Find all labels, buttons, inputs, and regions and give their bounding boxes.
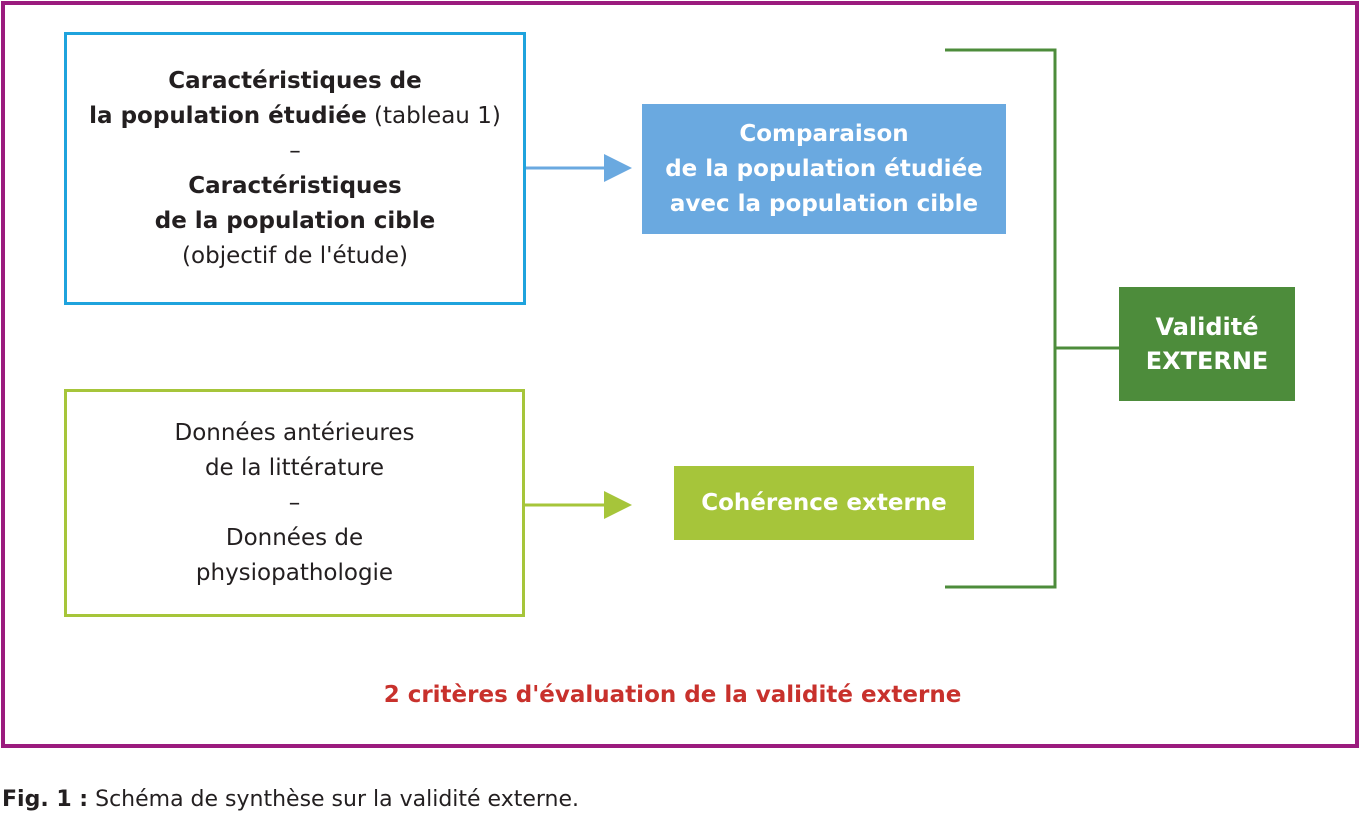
validity-line-2: EXTERNE [1145,347,1269,375]
population-line-2-normal: (tableau 1) [366,102,501,129]
literature-line-2: de la littérature [204,454,385,481]
box-comparison: Comparaison de la population étudiée ave… [642,104,1006,234]
population-line-2: la population étudiée (tableau 1) [89,99,501,134]
coherence-label: Cohérence externe [701,489,947,516]
literature-dash: – [288,489,301,516]
population-line-5: (objectif de l'étude) [182,242,408,269]
population-line-3: Caractéristiques [188,172,402,199]
figure-caption: Fig. 1 : Schéma de synthèse sur la valid… [2,787,579,812]
arrow-comparison-head [604,154,632,182]
population-line-2-bold: la population étudiée [89,102,367,129]
population-line-1: Caractéristiques de [168,67,422,94]
literature-line-4: physiopathologie [195,559,394,586]
arrow-coherence-head [604,491,632,519]
figure-caption-label: Fig. 1 : [2,787,89,812]
validity-line-1: Validité [1155,313,1259,341]
bracket [945,48,1057,589]
box-external-validity: Validité EXTERNE [1119,287,1295,401]
box-literature-data: Données antérieures de la littérature – … [64,389,525,617]
population-dash: – [289,137,301,164]
comparison-line-2: de la population étudiée [665,155,983,182]
comparison-line-1: Comparaison [739,120,909,147]
figure-caption-text: Schéma de synthèse sur la validité exter… [88,787,580,812]
literature-line-1: Données antérieures [174,419,415,446]
literature-line-3: Données de [225,524,364,551]
box-external-coherence: Cohérence externe [674,466,974,540]
diagram-frame [1,1,1359,748]
diagram-subtitle: 2 critères d'évaluation de la validité e… [383,682,962,708]
box-population-characteristics: Caractéristiques de la population étudié… [64,32,526,305]
comparison-line-3: avec la population cible [669,190,979,217]
population-line-4: de la population cible [154,207,436,234]
